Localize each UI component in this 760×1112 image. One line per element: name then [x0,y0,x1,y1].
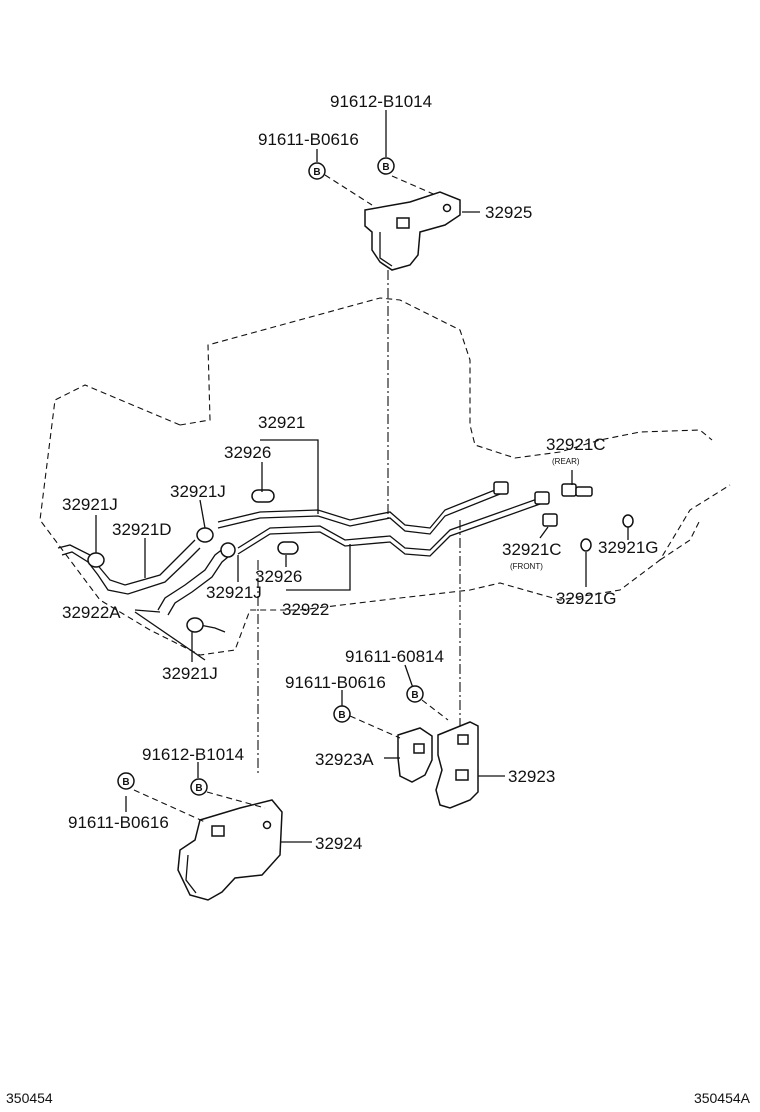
svg-text:B: B [338,710,345,721]
floor-outline [39,384,731,656]
label-32921j-a: 32921J [170,482,226,501]
callout-b-mid-right: B [406,685,424,703]
leader-32922a-2 [134,611,206,661]
hose-32922a [157,544,235,633]
callout-b-bot-right: B [190,778,208,796]
bolt-path-mid-2 [421,699,449,721]
hose-32921d [57,539,201,595]
leader-32921 [260,439,319,514]
label-91612-b1014-bot: 91612-B1014 [142,745,244,764]
label-32921c-front: 32921C [502,540,562,559]
label-32921d: 32921D [112,520,172,539]
label-rear-note: (REAR) [552,457,580,466]
svg-text:B: B [195,783,202,794]
union-32921c-rear [561,483,593,497]
pipe-32921 [217,487,501,535]
grommet-32926-1 [251,489,275,503]
pipe-32922 [237,497,541,557]
plug-32921g-2 [580,538,592,552]
label-front-note: (FRONT) [510,562,543,571]
bracket-32923 [435,721,479,809]
svg-text:B: B [122,777,129,788]
bolt-path-top-1 [324,174,373,206]
leader-91611-60814 [404,664,414,689]
clamp-32921j-4 [186,617,204,633]
callout-b-top-left: B [308,162,326,180]
clamp-32921j-2 [196,527,214,543]
catalog-number-left: 350454 [6,1090,53,1106]
bolt-path-top-2 [391,175,439,197]
bolt-path-mid-1 [349,715,401,739]
clamp-32921j-3 [220,542,236,558]
bracket-32925 [364,191,461,271]
pipe-fitting-rear-1 [493,481,509,495]
callout-b-bot-left: B [117,772,135,790]
label-32922: 32922 [282,600,329,619]
label-32923: 32923 [508,767,555,786]
catalog-number-right: 350454A [694,1090,751,1106]
leader-32921c-front [539,526,549,539]
label-32921j-c: 32921J [206,583,262,602]
label-91611-b0616-top: 91611-B0616 [258,130,359,149]
label-91612-b1014-top: 91612-B1014 [330,92,432,111]
union-32921c-front [542,513,558,527]
label-32926-b: 32926 [255,567,302,586]
svg-text:B: B [313,167,320,178]
label-32921j-b: 32921J [62,495,118,514]
floor-detail [659,519,701,561]
svg-text:B: B [411,690,418,701]
callout-b-top-right: B [377,157,395,175]
clamp-32921j-1 [87,552,105,568]
frame-outline [179,297,713,459]
bolt-path-bot-2 [206,791,266,809]
plug-32921g-1 [622,514,634,528]
pipe-fitting-rear-2 [534,491,550,505]
label-91611-60814: 91611-60814 [345,647,444,666]
label-32926-a: 32926 [224,443,271,462]
bracket-32924 [177,799,283,901]
grommet-32926-2 [277,541,299,555]
label-32924: 32924 [315,834,362,853]
bolt-path-bot-1 [133,789,206,823]
label-32921c-rear: 32921C [546,435,606,454]
label-32925: 32925 [485,203,532,222]
label-32922a: 32922A [62,603,121,622]
leader-32922 [286,544,351,591]
label-91611-b0616-bot: 91611-B0616 [68,813,169,832]
bracket-32923a [397,727,433,783]
svg-text:B: B [382,162,389,173]
leader-32922a-1 [134,609,161,613]
label-32921g-b: 32921G [556,589,617,608]
label-32921: 32921 [258,413,305,432]
label-32923a: 32923A [315,750,374,769]
leader-32921j-a [199,499,206,529]
callout-b-mid-left: B [333,705,351,723]
label-32921g-a: 32921G [598,538,659,557]
label-32921j-d: 32921J [162,664,218,683]
label-91611-b0616-mid: 91611-B0616 [285,673,386,692]
